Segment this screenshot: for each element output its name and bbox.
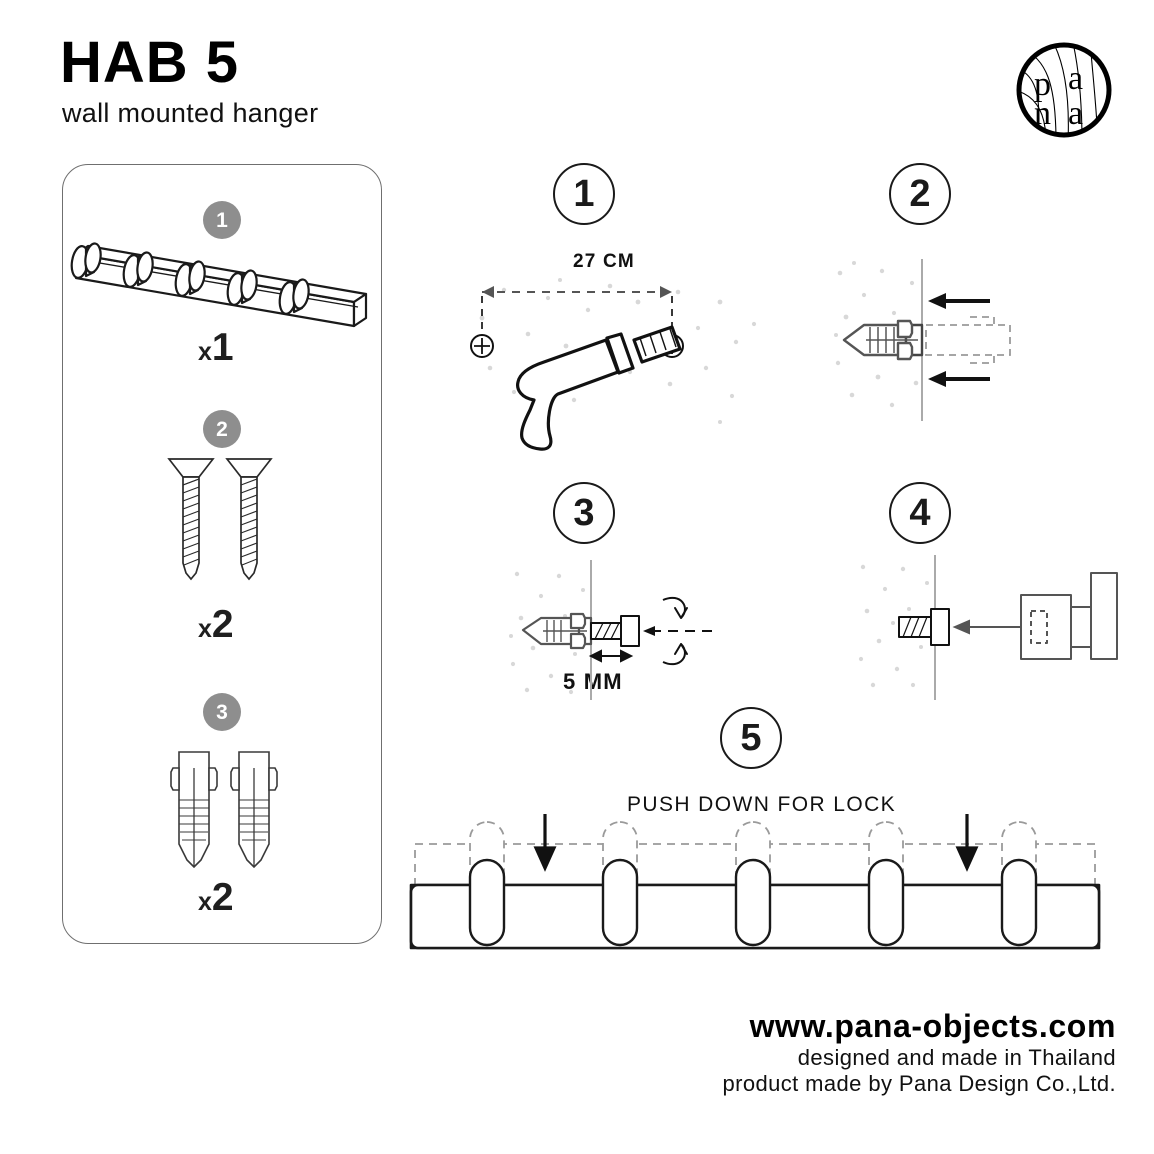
step3-illustration [505, 560, 755, 700]
anchor-ghost-outline [925, 316, 1011, 364]
part-quantity-2: x2 [198, 605, 234, 644]
quantity-prefix-3: x [198, 888, 212, 916]
part-badge-2: 2 [203, 410, 241, 448]
footer-company-line: product made by Pana Design Co.,Ltd. [722, 1070, 1116, 1096]
mount-direction-arrow [952, 619, 1021, 635]
mounted-screw [898, 608, 950, 646]
anchor-inserted [842, 319, 924, 361]
footer-origin-line: designed and made in Thailand [797, 1044, 1116, 1070]
rotation-indicator [643, 597, 717, 665]
part-illustration-anchors [165, 748, 295, 873]
part-badge-1: 1 [203, 201, 241, 239]
quantity-value-2: 2 [211, 603, 234, 646]
hanger-pegs [468, 858, 1038, 947]
step5-illustration [405, 810, 1105, 960]
logo-letter-p: p [1034, 66, 1051, 103]
push-arrows [928, 293, 990, 387]
step1-illustration [470, 272, 760, 452]
page-title: HAB 5 [60, 30, 240, 95]
peg-4 [867, 858, 905, 947]
logo-letter-a1: a [1068, 60, 1083, 97]
drill-icon [516, 325, 682, 451]
push-down-arrows [533, 814, 979, 872]
peg-3 [734, 858, 772, 947]
part-badge-3: 3 [203, 693, 241, 731]
quantity-prefix-1: x [198, 338, 212, 366]
part-illustration-hanger-bar [62, 230, 374, 340]
pana-logo: p a n a [1012, 38, 1116, 142]
step-circle-5: 5 [720, 707, 782, 769]
part-illustration-screws [165, 455, 285, 595]
footer: www.pana-objects.com designed and made i… [0, 1008, 1116, 1097]
footer-website-url[interactable]: www.pana-objects.com [749, 1008, 1116, 1044]
screw-driving-in [590, 615, 640, 647]
step5-instruction-label: PUSH DOWN FOR LOCK [627, 793, 897, 816]
step4-illustration [855, 555, 1118, 700]
step-circle-1: 1 [553, 163, 615, 225]
peg-5 [1000, 858, 1038, 947]
peg-2 [601, 858, 639, 947]
anchor-in-wall [521, 612, 593, 650]
step3-dimension-label: 5 MM [563, 669, 623, 694]
parts-list-panel [62, 164, 382, 944]
quantity-prefix-2: x [198, 615, 212, 643]
step-circle-3: 3 [553, 482, 615, 544]
logo-letter-n: n [1034, 95, 1051, 132]
step-circle-4: 4 [889, 482, 951, 544]
peg-1 [468, 858, 506, 947]
hanger-cross-section [1020, 572, 1118, 660]
wall-texture [858, 564, 929, 688]
measurement-5mm [588, 649, 634, 663]
part-quantity-1: x1 [198, 328, 234, 367]
step-circle-2: 2 [889, 163, 951, 225]
step1-dimension-label: 27 CM [573, 251, 635, 272]
step2-illustration [830, 255, 1090, 425]
part-quantity-3: x2 [198, 878, 234, 917]
quantity-value-1: 1 [211, 326, 234, 369]
page-subtitle: wall mounted hanger [62, 98, 319, 128]
quantity-value-3: 2 [211, 876, 234, 919]
logo-letter-a2: a [1068, 95, 1083, 132]
